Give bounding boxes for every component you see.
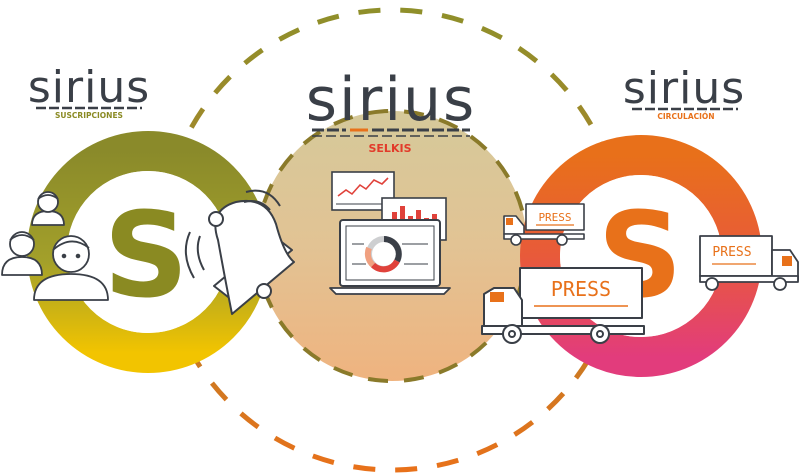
logo-suscripciones-product: SUSCRIPCIONES — [55, 111, 123, 120]
truck-right-label: PRESS — [712, 245, 751, 260]
logo-circulacion-brand: sirius — [623, 63, 745, 114]
laptop-icon — [329, 219, 451, 295]
logo-selkis: sirius SELKIS — [306, 65, 477, 155]
logo-circulacion: sirius CIRCULACIÓN — [623, 63, 745, 121]
logo-selkis-product: SELKIS — [369, 142, 412, 155]
users-icon — [1, 191, 109, 301]
truck-icon: PRESS — [699, 235, 799, 291]
truck-icon: PRESS — [503, 203, 585, 246]
truck-small-label: PRESS — [538, 211, 571, 224]
logo-suscripciones-brand: sirius — [28, 62, 150, 113]
truck-large-label: PRESS — [551, 277, 611, 301]
bell-icon — [184, 189, 295, 315]
logo-selkis-brand: sirius — [306, 65, 477, 135]
truck-icon: PRESS — [481, 267, 645, 344]
logo-suscripciones: sirius SUSCRIPCIONES — [28, 62, 150, 120]
logo-circulacion-product: CIRCULACIÓN — [657, 112, 714, 121]
left-s-letter: S — [104, 186, 189, 324]
